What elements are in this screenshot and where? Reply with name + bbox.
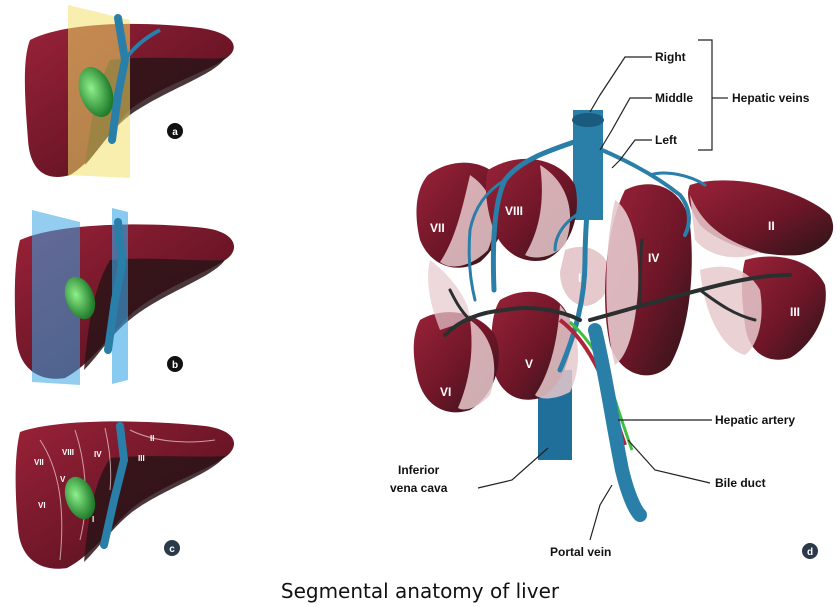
vena-cava-top (572, 113, 604, 127)
segment-c-VII: VII (34, 458, 44, 467)
segment-c-VI: VI (38, 501, 46, 510)
panel-c: VII VIII IV II III V VI I c (16, 421, 234, 568)
segment-c-VIII: VIII (62, 448, 74, 457)
segment-d-IV: IV (648, 251, 659, 265)
segment-d-III: III (790, 305, 800, 319)
segment-d-VIII: VIII (505, 204, 523, 218)
label-middle: Middle (655, 91, 693, 105)
segment-c-I: I (92, 515, 94, 524)
panel-d: VII VIII I IV II III V VI Right Middle L… (390, 40, 833, 559)
badge-a-label: a (172, 127, 178, 138)
segment-c-IV: IV (94, 450, 102, 459)
label-bile-duct: Bile duct (715, 476, 766, 490)
segment-d-I: I (578, 271, 581, 285)
label-inferior-vena-cava-line1: Inferior (398, 463, 440, 477)
panel-a: a (25, 5, 234, 178)
label-right: Right (655, 50, 686, 64)
figure-caption: Segmental anatomy of liver (281, 579, 560, 603)
label-inferior-vena-cava-line2: vena cava (390, 481, 448, 495)
segment-d-V: V (525, 357, 533, 371)
label-hepatic-veins: Hepatic veins (732, 91, 810, 105)
segment-c-II: II (150, 434, 154, 443)
segment-c-V: V (60, 475, 66, 484)
label-portal-vein: Portal vein (550, 545, 611, 559)
segment-d-II: II (768, 219, 775, 233)
segment-d-VI: VI (440, 385, 451, 399)
badge-c-label: c (169, 544, 175, 555)
badge-b-label: b (172, 360, 178, 371)
badge-d-label: d (807, 547, 813, 558)
segment-c-III: III (138, 454, 145, 463)
label-hepatic-artery: Hepatic artery (715, 413, 795, 427)
liver-inferior-shadow-b (84, 259, 225, 370)
panel-b: b (15, 208, 234, 385)
label-left: Left (655, 133, 677, 147)
segment-d-VII: VII (430, 221, 445, 235)
